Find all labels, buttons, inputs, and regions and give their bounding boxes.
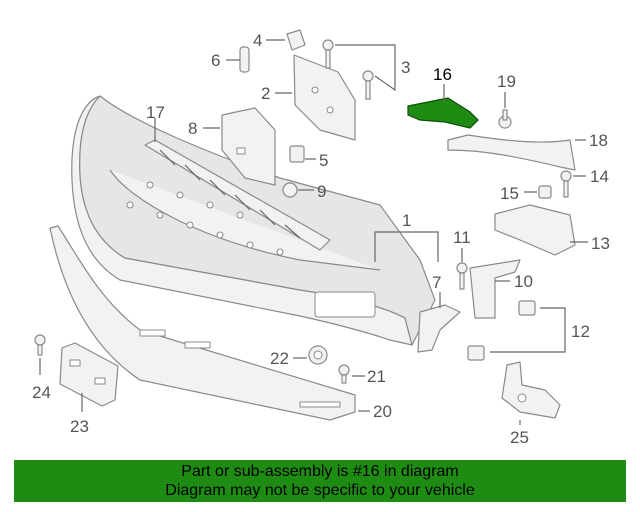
clip-part-9 (282, 182, 298, 198)
callout-4: 4 (253, 31, 262, 50)
callout-23: 23 (70, 417, 89, 436)
callout-5: 5 (319, 151, 328, 170)
bolt-part-24 (34, 334, 46, 356)
bolt-part-14 (560, 170, 572, 198)
callout-9: 9 (317, 182, 326, 201)
callout-21: 21 (367, 367, 386, 386)
bracket-part-8 (221, 107, 276, 186)
callout-22: 22 (270, 349, 289, 368)
callout-13: 13 (591, 234, 610, 253)
part-info-banner: Part or sub-assembly is #16 in diagram D… (14, 460, 626, 502)
lower-valance (49, 225, 356, 421)
mounting-bracket (293, 54, 356, 141)
bolt-part-19 (498, 109, 512, 129)
callout-10: 10 (514, 272, 533, 291)
clip-part-4 (286, 29, 306, 51)
callout-3: 3 (401, 58, 410, 77)
callout-2: 2 (261, 84, 270, 103)
tow-bracket-part-25 (501, 361, 561, 419)
front-bumper-exploded-diagram: 1 2 3 4 5 6 7 8 9 10 11 12 13 14 15 16 1… (32, 29, 610, 447)
bolts-part-3 (322, 39, 396, 100)
nut-part-15 (538, 185, 552, 199)
callout-17: 17 (146, 103, 165, 122)
callout-24: 24 (32, 383, 51, 402)
callout-11: 11 (453, 228, 471, 247)
callout-20: 20 (373, 402, 392, 421)
callout-8: 8 (188, 119, 197, 138)
callout-16: 16 (433, 65, 452, 84)
callout-14: 14 (590, 167, 609, 186)
banner-line-2: Diagram may not be specific to your vehi… (165, 482, 475, 499)
bolt-part-11 (456, 262, 468, 290)
callout-15: 15 (500, 184, 519, 203)
highlighted-part-16[interactable] (407, 97, 479, 129)
clip-part-5 (289, 145, 305, 163)
bracket-part-10 (469, 259, 521, 319)
side-bracket-part-13 (494, 204, 576, 256)
bolt-part-21 (338, 364, 350, 384)
callout-25: 25 (510, 428, 529, 447)
callout-7: 7 (432, 273, 441, 292)
callout-18: 18 (589, 131, 608, 150)
callout-6: 6 (211, 51, 220, 70)
callout-12: 12 (571, 322, 590, 341)
clips-part-12 (467, 300, 566, 361)
reinforcement-strip (447, 134, 576, 171)
leader-1 (374, 231, 439, 262)
banner-line-1: Part or sub-assembly is #16 in diagram (181, 463, 459, 480)
nut-part-22 (308, 345, 328, 365)
upper-filler-strip (144, 139, 331, 251)
license-plate-bracket (59, 342, 119, 407)
corner-trim-part-7 (417, 304, 461, 353)
clip-part-6 (239, 46, 250, 73)
callout-19: 19 (497, 72, 516, 91)
callout-1: 1 (402, 211, 411, 230)
